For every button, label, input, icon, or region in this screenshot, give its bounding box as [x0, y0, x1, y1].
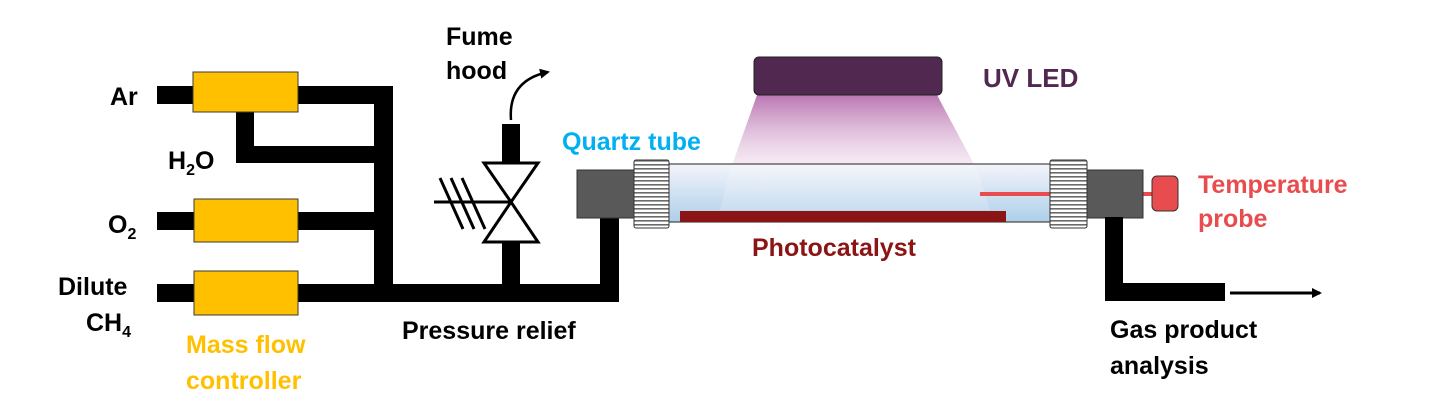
label-dilute: Dilute — [58, 273, 128, 301]
outlet — [1105, 217, 1322, 301]
right-end-cap — [1086, 169, 1144, 219]
fume-hood-arrow-icon — [509, 68, 550, 121]
outlet-pipe-vertical — [1105, 217, 1123, 301]
label-photocatalyst: Photocatalyst — [752, 234, 916, 262]
spring-icon — [438, 177, 487, 230]
label-gas-product-line1: Gas product — [1110, 316, 1258, 344]
mfc-o2[interactable] — [193, 198, 299, 243]
label-ch4: CH4 — [86, 309, 132, 341]
label-fume-line1: Fume — [446, 23, 513, 51]
mfc-ch4[interactable] — [193, 270, 299, 316]
manifold-trunk — [374, 86, 393, 302]
pressure-relief-valve[interactable] — [434, 68, 550, 290]
h2o-pipe-horizontal — [236, 146, 393, 163]
label-o2: O2 — [108, 211, 137, 243]
label-mfc-line1: Mass flow — [186, 331, 306, 359]
reactor-inlet-pipe — [600, 212, 619, 302]
valve-lower-pipe — [502, 240, 520, 290]
label-quartz-tube: Quartz tube — [562, 128, 701, 156]
uv-beam — [731, 95, 976, 168]
label-pressure-relief: Pressure relief — [402, 317, 576, 345]
label-h2o: H2O — [168, 147, 215, 179]
main-feed-pipe — [374, 284, 619, 302]
right-fitting — [1049, 159, 1088, 229]
left-end-cap — [576, 169, 636, 219]
left-fitting — [633, 159, 670, 229]
uv-led[interactable] — [753, 56, 943, 96]
temperature-probe-head[interactable] — [1151, 175, 1179, 212]
reactor — [576, 56, 1179, 229]
outlet-pipe-horizontal — [1105, 283, 1225, 301]
label-ar: Ar — [110, 83, 138, 111]
gas-lines — [157, 86, 619, 302]
label-gas-product-line2: analysis — [1110, 352, 1209, 380]
label-fume-line2: hood — [446, 57, 508, 85]
valve-upper-pipe — [502, 124, 520, 166]
label-temperature-line1: Temperature — [1198, 171, 1348, 199]
mass-flow-controllers — [192, 71, 299, 316]
photocatalyst-bed — [680, 211, 1006, 222]
label-uv-led: UV LED — [983, 63, 1079, 93]
label-temperature-line2: probe — [1198, 205, 1268, 233]
uv-beam-inside — [720, 165, 990, 210]
mfc-ar[interactable] — [192, 71, 299, 113]
label-mfc-line2: controller — [186, 367, 302, 395]
